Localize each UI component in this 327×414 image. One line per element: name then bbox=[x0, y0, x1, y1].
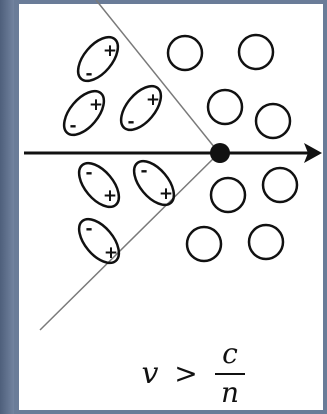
negative-charge: - bbox=[85, 163, 92, 183]
formula-denominator: n bbox=[221, 376, 239, 409]
positive-charge: + bbox=[146, 90, 160, 110]
unpolarized-molecule bbox=[249, 225, 283, 259]
polarized-molecule: - + bbox=[72, 212, 127, 270]
unpolarized-molecule bbox=[239, 35, 273, 69]
polarized-molecule: - + bbox=[72, 156, 127, 214]
cone-line-upper bbox=[96, 0, 219, 153]
cone-line-lower bbox=[40, 153, 219, 330]
unpolarized-molecule bbox=[208, 90, 242, 124]
formula-operator: > bbox=[174, 357, 197, 390]
negative-charge: - bbox=[127, 112, 134, 132]
moving-particle bbox=[210, 143, 230, 163]
negative-charge: - bbox=[140, 161, 147, 181]
polarized-molecule: + - bbox=[71, 30, 126, 88]
positive-charge: + bbox=[103, 186, 117, 206]
positive-charge: + bbox=[159, 184, 173, 204]
positive-charge: + bbox=[89, 95, 103, 115]
negative-charge: - bbox=[85, 64, 92, 84]
unpolarized-molecule bbox=[211, 178, 245, 212]
unpolarized-molecule bbox=[256, 104, 290, 138]
positive-charge: + bbox=[104, 243, 118, 263]
negative-charge: - bbox=[69, 116, 76, 136]
polarized-molecule: + - bbox=[114, 79, 169, 137]
positive-charge: + bbox=[103, 41, 117, 61]
negative-charge: - bbox=[85, 219, 92, 239]
unpolarized-molecule bbox=[187, 227, 221, 261]
unpolarized-molecule bbox=[168, 36, 202, 70]
unpolarized-molecule bbox=[263, 168, 297, 202]
cherenkov-condition-formula: v > c n bbox=[142, 337, 245, 409]
formula-velocity: v bbox=[142, 356, 159, 391]
polarized-molecule: + - bbox=[57, 84, 112, 142]
formula-numerator: c bbox=[222, 337, 238, 370]
polarized-molecule: - + bbox=[127, 154, 182, 212]
